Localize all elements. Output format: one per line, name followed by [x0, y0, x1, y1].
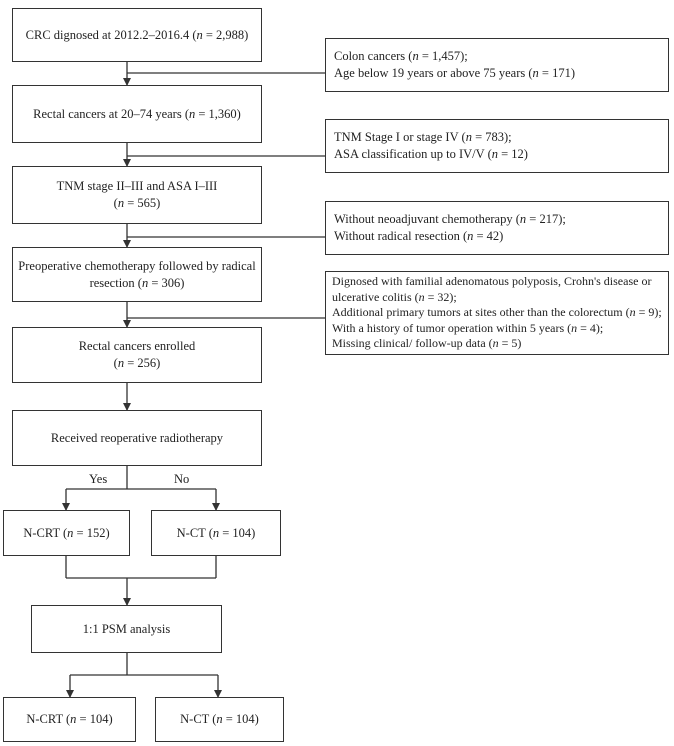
exclusion-1-line2: Age below 19 years or above 75 years (n …	[334, 66, 576, 80]
box-rectal-cancers-age: Rectal cancers at 20–74 years (n = 1,360…	[12, 85, 262, 143]
box-rectal-enrolled-line2: (n = 256)	[113, 356, 161, 370]
box-preoperative-chemo-line2: resection (n = 306)	[89, 275, 185, 290]
exclusion-4-line3: Additional primary tumors at sites other…	[332, 305, 662, 320]
box-rectal-enrolled-line1: Rectal cancers enrolled	[78, 339, 196, 353]
box-nct-104-text: N-CT (n = 104)	[176, 525, 256, 540]
box-ncrt-matched: N-CRT (n = 104)	[3, 697, 136, 742]
box-rectal-cancers-age-text: Rectal cancers at 20–74 years (n = 1,360…	[33, 106, 241, 121]
exclusion-1-line1: Colon cancers (n = 1,457);	[334, 49, 468, 63]
box-ncrt-matched-text: N-CRT (n = 104)	[26, 712, 113, 726]
exclusion-4-line2: ulcerative colitis (n = 32);	[332, 289, 457, 304]
box-tnm-asa-line1: TNM stage II–III and ASA I–III	[56, 179, 218, 193]
box-psm-text: 1:1 PSM analysis	[82, 621, 171, 636]
box-nct-matched: N-CT (n = 104)	[155, 697, 284, 742]
box-psm: 1:1 PSM analysis	[31, 605, 222, 653]
exclusion-2-line2: ASA classification up to IV/V (n = 12)	[334, 147, 528, 161]
box-ncrt-152: N-CRT (n = 152)	[3, 510, 130, 556]
box-preoperative-chemo: Preoperative chemotherapy followed by ra…	[12, 247, 262, 302]
box-rectal-enrolled: Rectal cancers enrolled (n = 256)	[12, 327, 262, 383]
exclusion-2-line1: TNM Stage I or stage IV (n = 783);	[334, 130, 512, 144]
box-nct-matched-text: N-CT (n = 104)	[180, 712, 259, 726]
box-radiotherapy-text: Received reoperative radiotherapy	[50, 430, 224, 445]
box-ncrt-152-text: N-CRT (n = 152)	[23, 525, 110, 540]
exclusion-4-line5: Missing clinical/ follow-up data (n = 5)	[332, 336, 522, 351]
exclusion-3-line1: Without neoadjuvant chemotherapy (n = 21…	[334, 212, 566, 226]
exclusion-box-4: Dignosed with familial adenomatous polyp…	[325, 271, 669, 355]
box-nct-104: N-CT (n = 104)	[151, 510, 281, 556]
box-crc-diagnosed-text: CRC dignosed at 2012.2–2016.4 (n = 2,988…	[25, 27, 249, 42]
box-preoperative-chemo-line1: Preoperative chemotherapy followed by ra…	[18, 258, 256, 273]
box-radiotherapy: Received reoperative radiotherapy	[12, 410, 262, 466]
box-tnm-asa-line2: (n = 565)	[113, 196, 161, 210]
exclusion-box-1: Colon cancers (n = 1,457); Age below 19 …	[325, 38, 669, 92]
exclusion-3-line2: Without radical resection (n = 42)	[334, 229, 504, 243]
box-crc-diagnosed: CRC dignosed at 2012.2–2016.4 (n = 2,988…	[12, 8, 262, 62]
exclusion-4-line4: With a history of tumor operation within…	[332, 320, 604, 335]
exclusion-box-3: Without neoadjuvant chemotherapy (n = 21…	[325, 201, 669, 255]
exclusion-4-line1: Dignosed with familial adenomatous polyp…	[332, 274, 652, 289]
exclusion-box-2: TNM Stage I or stage IV (n = 783); ASA c…	[325, 119, 669, 173]
box-tnm-asa: TNM stage II–III and ASA I–III (n = 565)	[12, 166, 262, 224]
label-no: No	[174, 472, 190, 486]
label-yes: Yes	[89, 472, 108, 486]
